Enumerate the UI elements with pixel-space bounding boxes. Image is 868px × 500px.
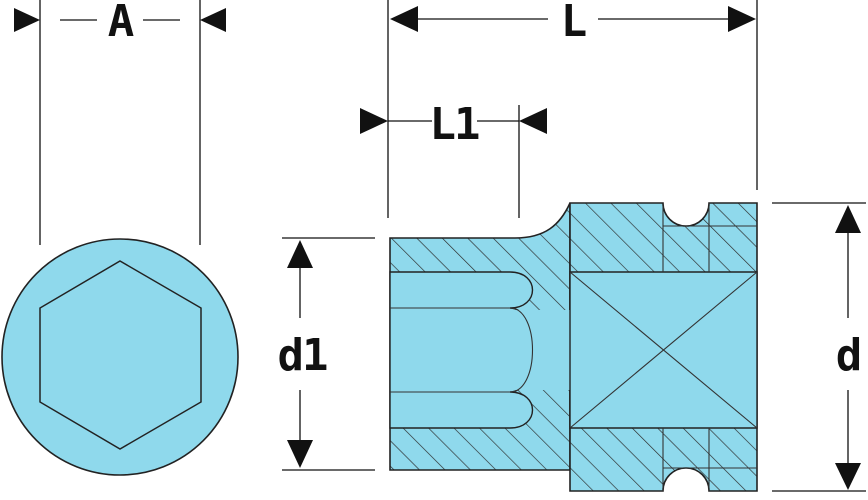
dim-d1-arrow-bottom (287, 440, 313, 468)
dim-l1-arrow-right (519, 108, 547, 134)
dimension-d: d (772, 202, 866, 492)
dimension-a: A (14, 0, 226, 245)
side-section-view (389, 202, 758, 492)
dim-d1-arrow-top (287, 240, 313, 268)
label-l1: L1 (430, 99, 479, 150)
dim-a-arrow-left (14, 8, 40, 32)
dimension-d1: d1 (278, 237, 375, 471)
end-view (1, 238, 239, 476)
label-d: d (836, 330, 861, 381)
dim-l-arrow-left (390, 6, 418, 32)
dim-l-arrow-right (728, 6, 756, 32)
dimension-l1: L1 (360, 99, 547, 218)
label-a: A (108, 0, 134, 47)
center-channel (510, 310, 575, 390)
label-d1: d1 (278, 330, 327, 381)
dim-d-arrow-top (835, 205, 861, 233)
hex-opening (39, 260, 202, 450)
dim-a-arrow-right (200, 8, 226, 32)
dimension-l: L (387, 0, 758, 218)
dim-d-arrow-bottom (835, 463, 861, 490)
dim-l1-arrow-left (360, 108, 388, 134)
label-l: L (561, 0, 586, 47)
